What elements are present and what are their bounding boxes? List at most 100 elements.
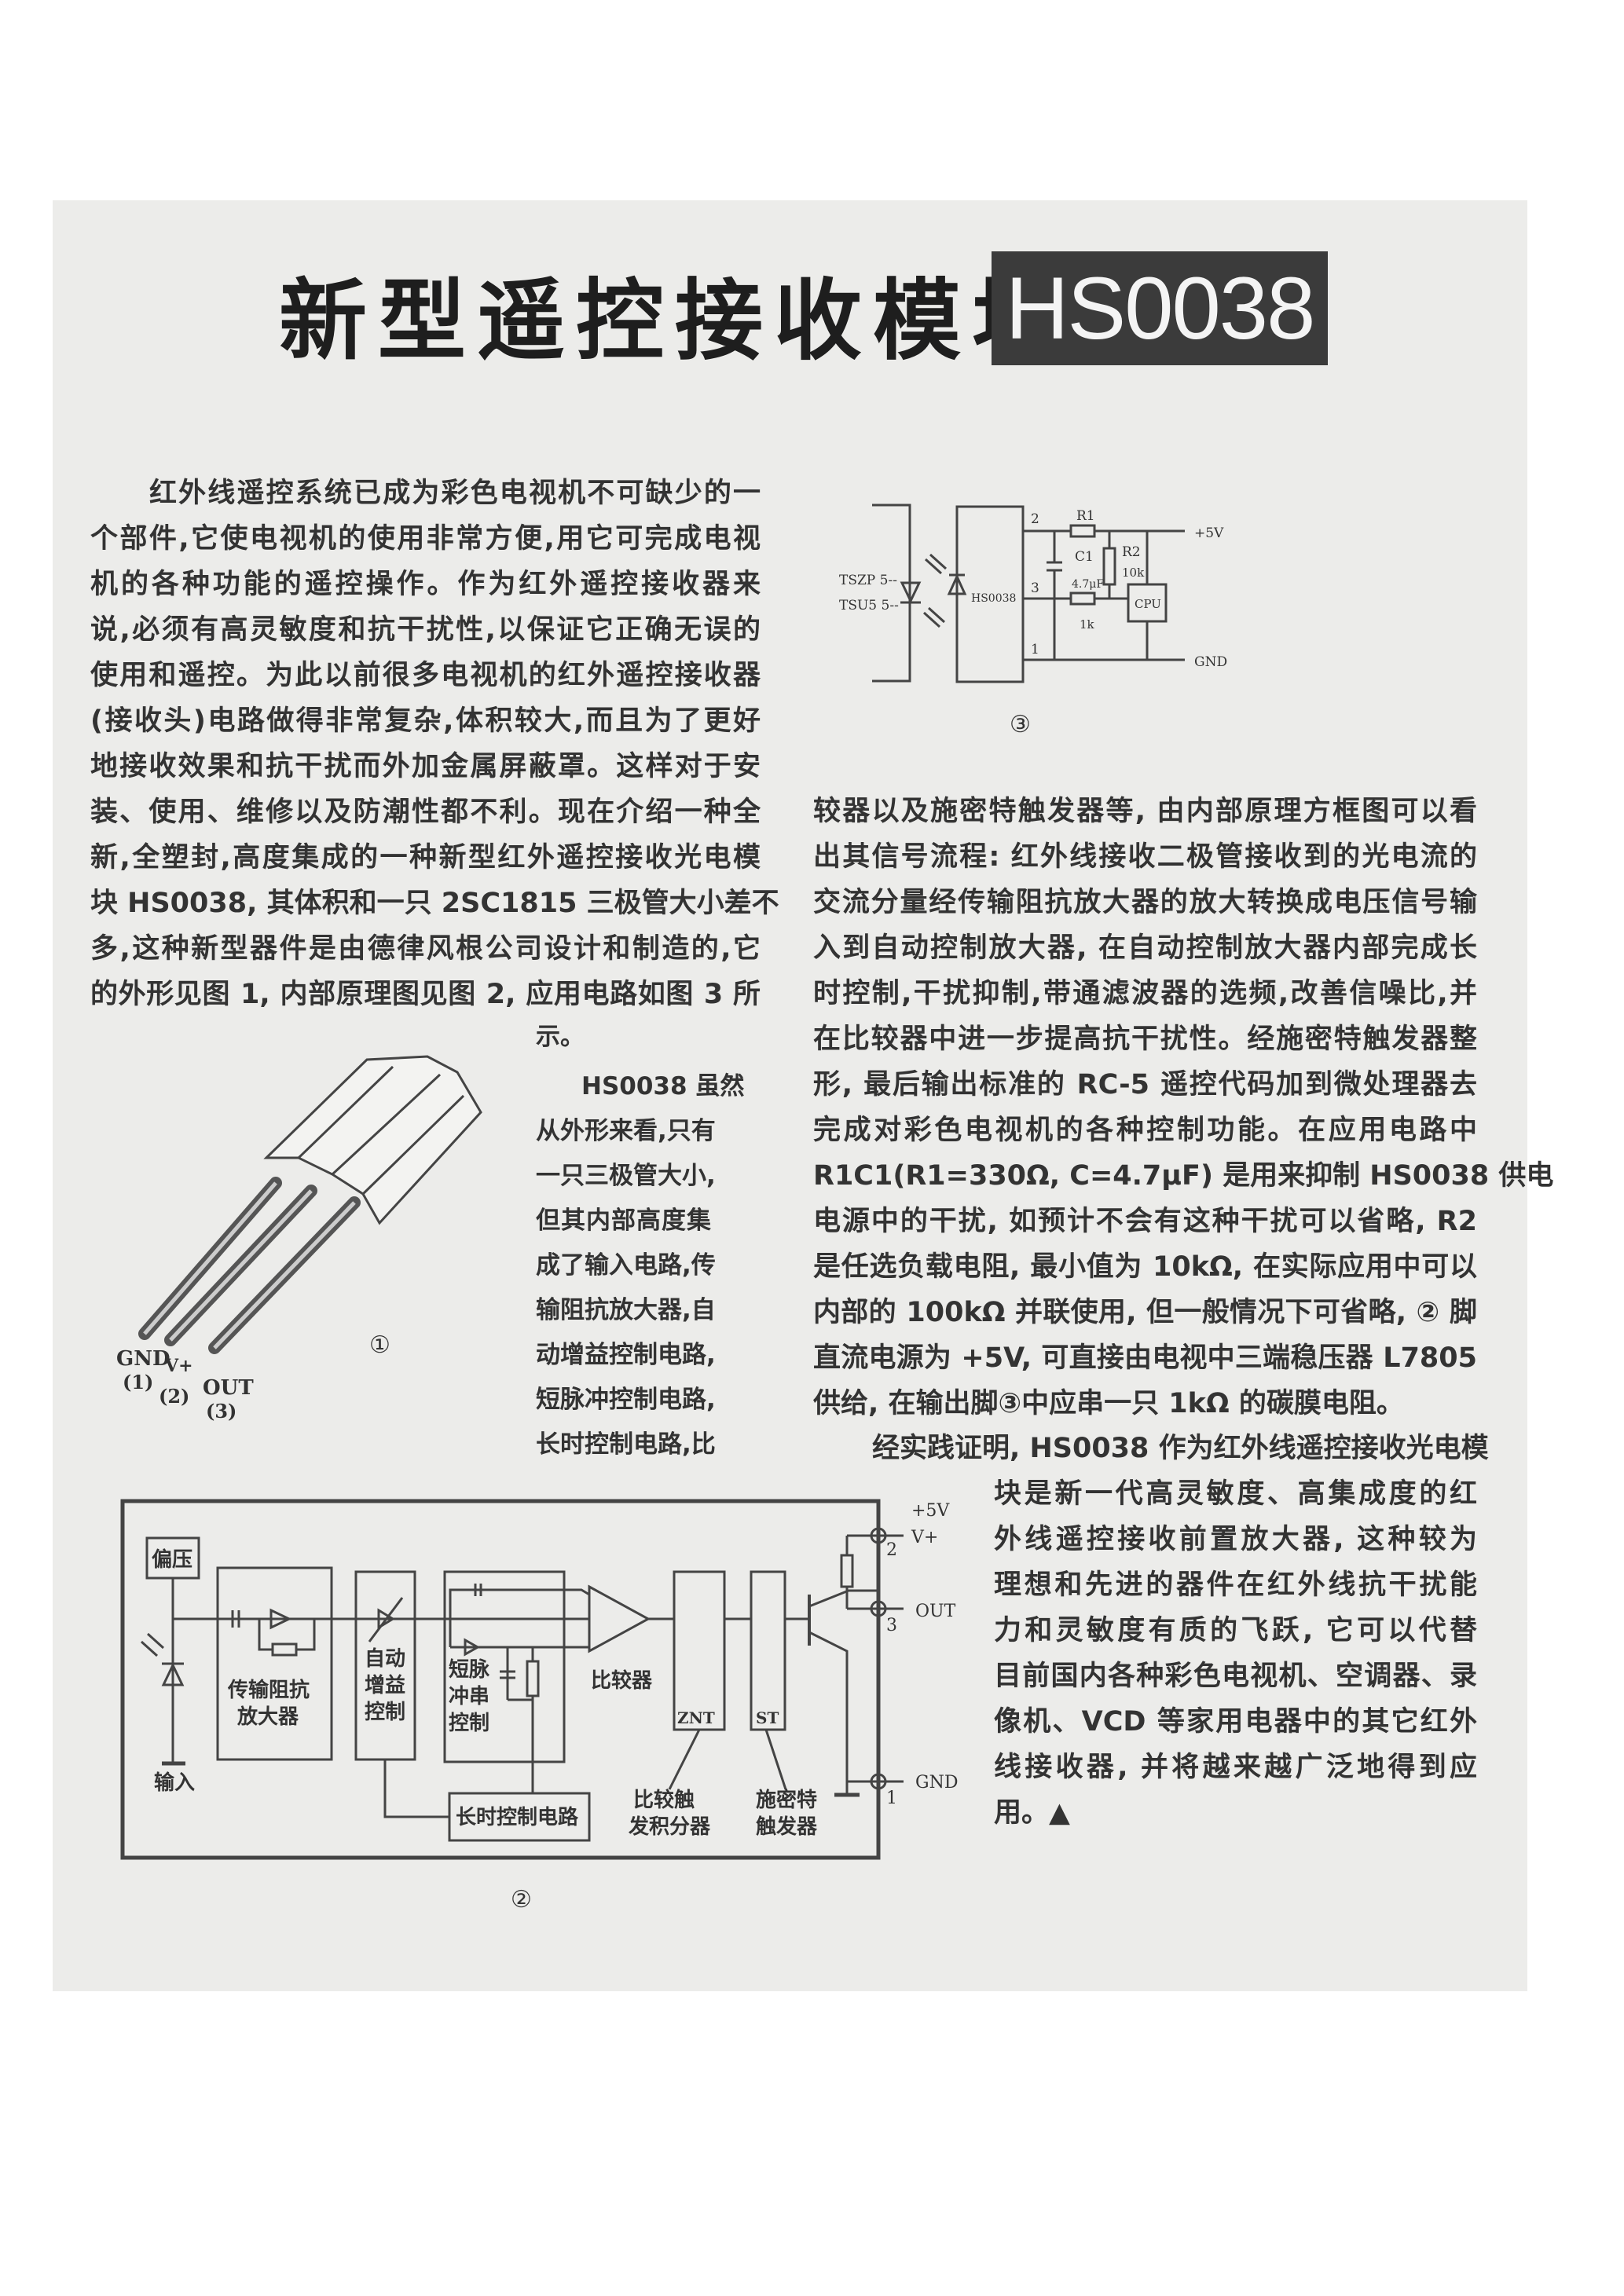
body-text-line: 装、使用、维修以及防潮性都不利。现在介绍一种全	[90, 796, 761, 828]
transistor-emitter	[808, 1631, 849, 1795]
resistor-r2	[1102, 547, 1116, 586]
label-r2-value: 10k	[1122, 566, 1145, 580]
module-ridge	[297, 1065, 394, 1159]
body-text-line: 在比较器中进一步提高抗干扰性。经施密特触发器整	[813, 1023, 1477, 1055]
label-pin1: 1	[1031, 642, 1039, 657]
ir-ray-icon	[922, 611, 941, 628]
ir-ray-icon	[929, 553, 948, 570]
burst-resistor	[526, 1660, 540, 1697]
label-vcc: +5V	[1194, 525, 1224, 541]
body-text-line: R1C1(R1=330Ω, C=4.7μF) 是用来抑制 HS0038 供电	[813, 1160, 1554, 1192]
light-ray-icon	[146, 1632, 165, 1650]
body-text-line: 时控制,干扰抑制,带通滤波器的选频,改善信噪比,并	[813, 978, 1477, 1009]
body-text-line: 但其内部高度集	[536, 1207, 711, 1235]
body-text-line: 力和灵敏度有质的飞跃, 它可以代替	[994, 1615, 1477, 1646]
label-tszp: TSZP 5--	[839, 573, 897, 588]
pin-number-2: (2)	[159, 1385, 189, 1408]
znt-block	[673, 1570, 726, 1731]
agc-variable-arrow	[368, 1597, 404, 1642]
body-text-line: 经实践证明, HS0038 作为红外线遥控接收光电模	[872, 1433, 1489, 1464]
body-text-line: (接收头)电路做得非常复杂,体积较大,而且为了更好	[90, 705, 761, 737]
body-text-line: 电源中的干扰, 如预计不会有这种干扰可以省略, R2	[813, 1206, 1477, 1237]
label-long-time: 长时控制电路	[456, 1805, 579, 1829]
ir-ray-icon	[927, 606, 946, 624]
pin-label-vplus: V+	[911, 1528, 938, 1547]
figure-1-caption: ①	[369, 1331, 390, 1359]
burst-upper-path	[449, 1588, 590, 1619]
module-body	[263, 1055, 482, 1225]
body-text-line: 直流电源为 +5V, 可直接由电视中三端稳压器 L7805	[813, 1342, 1477, 1374]
label-st: ST	[756, 1708, 779, 1727]
tia-resistor	[271, 1642, 298, 1657]
body-text-line: 多,这种新型器件是由德律风根公司设计和制造的,它	[90, 933, 761, 965]
label-agc-3: 控制	[365, 1701, 405, 1724]
body-text-line: 是任选负载电阻, 最小值为 10kΩ, 在实际应用中可以	[813, 1251, 1477, 1283]
label-r1: R1	[1076, 508, 1095, 524]
tia-diode	[269, 1608, 292, 1630]
transistor-collector	[808, 1589, 878, 1608]
body-text-line: 供给, 在输出脚③中应串一只 1kΩ 的碳膜电阻。	[813, 1388, 1404, 1419]
label-tia-1: 传输阻抗	[227, 1678, 310, 1702]
body-text-line: 块 HS0038, 其体积和一只 2SC1815 三极管大小差不	[90, 888, 779, 919]
body-text-line: 形, 最后输出标准的 RC-5 遥控代码加到微处理器去	[813, 1069, 1477, 1100]
lead-highlight	[213, 1201, 356, 1349]
tia-block	[216, 1566, 333, 1761]
figure-2-block-diagram: 偏压 传输阻抗 放大器 自动 增益 控制 短脉 冲串 控制 比较器 ZNT ST…	[120, 1499, 958, 1913]
label-comparator: 比较器	[591, 1668, 653, 1693]
article-title: 新型遥控接收模块	[279, 269, 1071, 372]
body-text-line: 线接收器, 并将越来越广泛地得到应	[994, 1752, 1477, 1783]
body-text-line: 示。	[536, 1023, 585, 1051]
label-cpu: CPU	[1135, 597, 1161, 611]
model-badge: HS0038	[992, 251, 1328, 365]
pin-label-vs: V+	[164, 1356, 193, 1376]
body-text-line: 用。▲	[994, 1797, 1070, 1829]
body-text-line: 块是新一代高灵敏度、高集成度的红	[994, 1478, 1477, 1510]
body-text-line: 交流分量经传输阻抗放大器的放大转换成电压信号输	[813, 887, 1477, 918]
ir-ray-icon	[924, 558, 943, 575]
body-text-line: 从外形来看,只有	[536, 1117, 716, 1145]
label-r3-value: 1k	[1080, 617, 1095, 632]
label-bias: 偏压	[152, 1547, 192, 1572]
burst-control-block	[443, 1570, 566, 1763]
pin-label-out: OUT	[203, 1376, 254, 1400]
module-ridge	[361, 1094, 465, 1196]
body-text-line: 机的各种功能的遥控操作。作为红外遥控接收器来	[90, 569, 761, 600]
agc-diode	[377, 1608, 395, 1630]
body-text-line: 个部件,它使电视机的使用非常方便,用它可完成电视	[90, 523, 761, 555]
label-znt-desc-1: 比较触	[633, 1788, 695, 1812]
light-ray-icon	[140, 1640, 159, 1657]
body-text-line: 使用和遥控。为此以前很多电视机的红外遥控接收器	[90, 660, 761, 691]
body-text-line: 成了输入电路,传	[536, 1251, 716, 1280]
label-tia-2: 放大器	[236, 1705, 299, 1729]
ir-led-icon	[900, 581, 922, 604]
label-agc-1: 自动	[365, 1646, 405, 1671]
pullup-resistor	[840, 1554, 854, 1588]
body-text-line: 理想和先进的器件在红外线抗干扰能	[994, 1569, 1477, 1601]
body-text-line: 目前国内各种彩色电视机、空调器、录	[994, 1661, 1477, 1692]
body-text-line: 长时控制电路,比	[536, 1430, 716, 1459]
pin-label-out: OUT	[915, 1602, 956, 1621]
label-c1-value: 4.7μF	[1072, 578, 1104, 591]
body-text-line: 新,全塑封,高度集成的一种新型红外遥控接收光电模	[90, 842, 761, 873]
cpu-box	[1127, 583, 1168, 623]
resistor-r1	[1069, 524, 1096, 538]
pin-number-3: (3)	[206, 1400, 236, 1423]
label-agc-2: 增益	[365, 1673, 405, 1697]
body-text-line: 内部的 100kΩ 并联使用, 但一般情况下可省略, ② 脚	[813, 1297, 1477, 1328]
body-text-line: 出其信号流程: 红外线接收二极管接收到的光电流的	[813, 841, 1477, 873]
body-text-line: 一只三极管大小,	[536, 1162, 716, 1190]
body-text-line: 说,必须有高灵敏度和抗干扰性,以保证它正确无误的	[90, 614, 761, 646]
resistor-1k	[1069, 591, 1096, 606]
pin-number-1: 1	[886, 1789, 897, 1808]
comparator-triangle	[588, 1584, 651, 1653]
body-text-line: 像机、VCD 等家用电器中的其它红外	[994, 1706, 1477, 1738]
lead-highlight	[169, 1189, 313, 1342]
body-text-line: 的外形见图 1, 内部原理图见图 2, 应用电路如图 3 所	[90, 979, 761, 1010]
label-pin2: 2	[1031, 511, 1039, 527]
label-burst-1: 短脉	[449, 1658, 490, 1682]
label-znt-desc-2: 发积分器	[628, 1814, 711, 1839]
label-burst-3: 控制	[449, 1712, 489, 1735]
znt-pointer	[668, 1729, 701, 1790]
label-c1: C1	[1075, 549, 1094, 565]
label-st-desc-1: 施密特	[756, 1788, 817, 1812]
